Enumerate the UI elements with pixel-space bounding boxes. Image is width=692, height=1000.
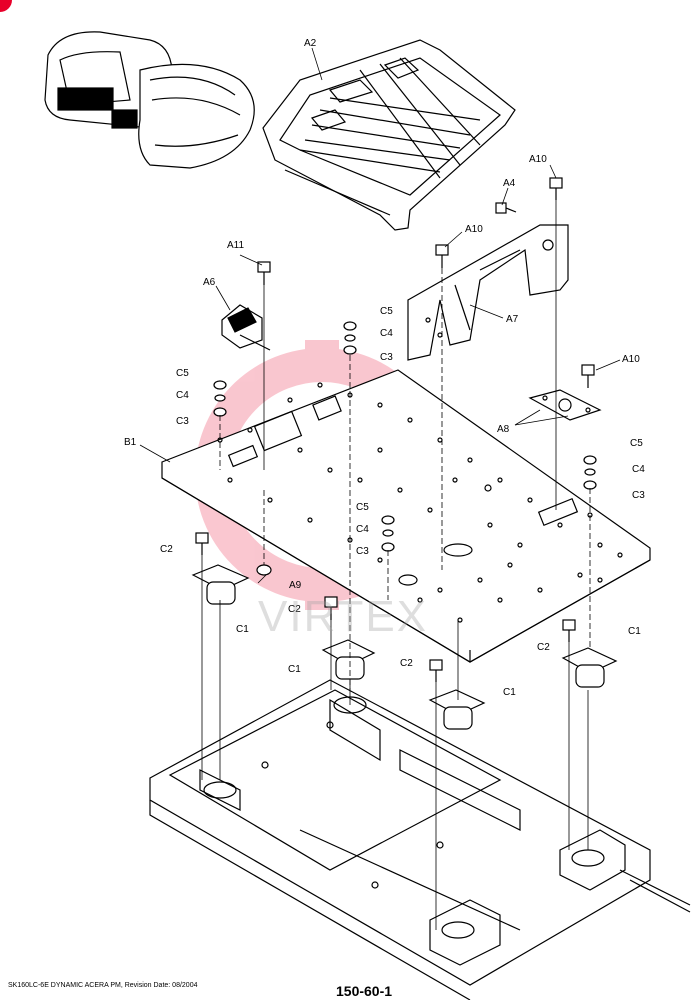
label-c5-right: C5 (630, 438, 643, 449)
label-c3-center: C3 (380, 352, 393, 363)
label-c2-lower: C2 (400, 658, 413, 669)
label-c5-left: C5 (176, 368, 189, 379)
plate-a8 (528, 389, 602, 421)
label-c2-center: C2 (288, 604, 301, 615)
label-c2-right: C2 (537, 642, 550, 653)
footer-model-text: SK160LC-6E DYNAMIC ACERA PM, Revision Da… (8, 982, 198, 989)
label-c4-center: C4 (380, 328, 393, 339)
label-c4-left: C4 (176, 390, 189, 401)
label-a10-mid: A10 (465, 224, 483, 235)
floor-plate-b1 (161, 369, 651, 663)
label-c4-lower: C4 (356, 524, 369, 535)
floor-mat-a2 (262, 39, 516, 231)
label-a2: A2 (304, 38, 317, 49)
page-number: 150-60-1 (336, 983, 393, 999)
part-labels: A2 A4 A6 A7 A8 A9 A10 A10 A10 A11 B1 C5 … (124, 38, 645, 698)
guide-lines (201, 200, 591, 930)
label-a6: A6 (203, 277, 216, 288)
label-a11: A11 (227, 240, 244, 251)
mounts-c1 (191, 564, 618, 730)
base-frame (149, 679, 691, 1000)
bolts (195, 177, 595, 682)
label-c1-left: C1 (236, 624, 249, 635)
lever-a6 (221, 304, 271, 351)
label-c2-left: C2 (160, 544, 173, 555)
leader-lines (139, 47, 621, 584)
label-c3-right: C3 (632, 490, 645, 501)
label-c4-right: C4 (632, 464, 645, 475)
label-c3-left: C3 (176, 416, 189, 427)
label-c3-lower: C3 (356, 546, 369, 557)
label-c5-lower: C5 (356, 502, 369, 513)
watermark-text: VIRTEX (258, 592, 429, 641)
seat-drawing (44, 31, 255, 169)
label-a10-right: A10 (622, 354, 640, 365)
label-a10-top: A10 (529, 154, 547, 165)
label-a8: A8 (497, 424, 510, 435)
label-c5-center: C5 (380, 306, 393, 317)
label-c1-right: C1 (628, 626, 641, 637)
label-a7: A7 (506, 314, 519, 325)
label-c1-lower: C1 (503, 687, 516, 698)
label-a4: A4 (503, 178, 516, 189)
label-b1: B1 (124, 437, 137, 448)
bracket-a7 (407, 224, 569, 361)
label-c1-center: C1 (288, 664, 301, 675)
washers (213, 321, 597, 576)
label-a9: A9 (289, 580, 302, 591)
